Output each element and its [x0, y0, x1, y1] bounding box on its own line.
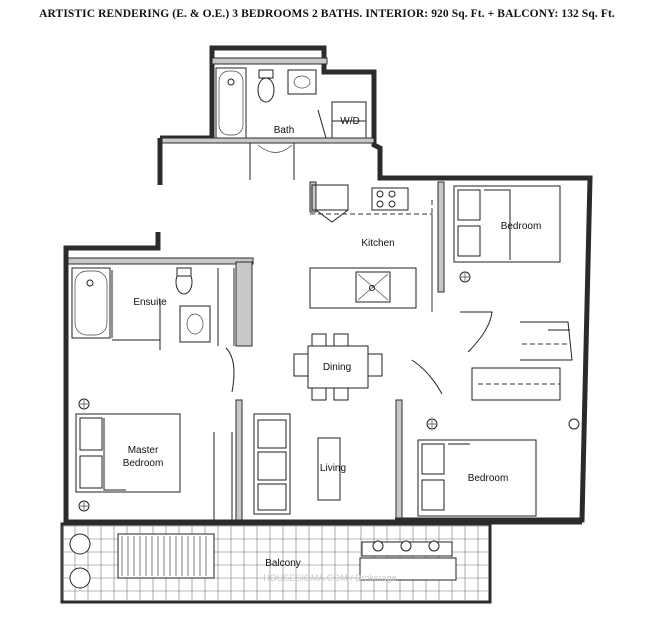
room-label-living: Living	[320, 463, 346, 474]
room-label-balcony: Balcony	[265, 558, 301, 569]
room-label-kitchen: Kitchen	[361, 238, 394, 249]
bedroom-top-area	[437, 181, 573, 361]
watermark: HOUSESIGMA.COM / Brokerage	[263, 573, 397, 583]
master-bedroom-area	[75, 347, 243, 521]
plan-title: ARTISTIC RENDERING (E. & O.E.) 3 BEDROOM…	[39, 8, 615, 20]
room-label-ensuite: Ensuite	[133, 297, 167, 308]
room-label-master-line1: Master	[128, 445, 159, 456]
room-label-master-line2: Bedroom	[123, 458, 164, 469]
bedroom-bottom-area	[395, 359, 580, 519]
room-label-bedroom-bottom: Bedroom	[468, 473, 509, 484]
dining-area	[293, 333, 383, 401]
ensuite-area	[67, 257, 254, 350]
living-area	[253, 413, 341, 515]
kitchen-area	[309, 181, 433, 312]
exterior-walls	[63, 45, 593, 525]
room-label-dining: Dining	[323, 362, 351, 373]
balcony-furniture	[69, 533, 457, 589]
room-label-bath: Bath	[274, 125, 295, 136]
bath-area	[161, 57, 375, 180]
room-label-bedroom-top: Bedroom	[501, 221, 542, 232]
room-label-wd: W/D	[340, 116, 359, 127]
